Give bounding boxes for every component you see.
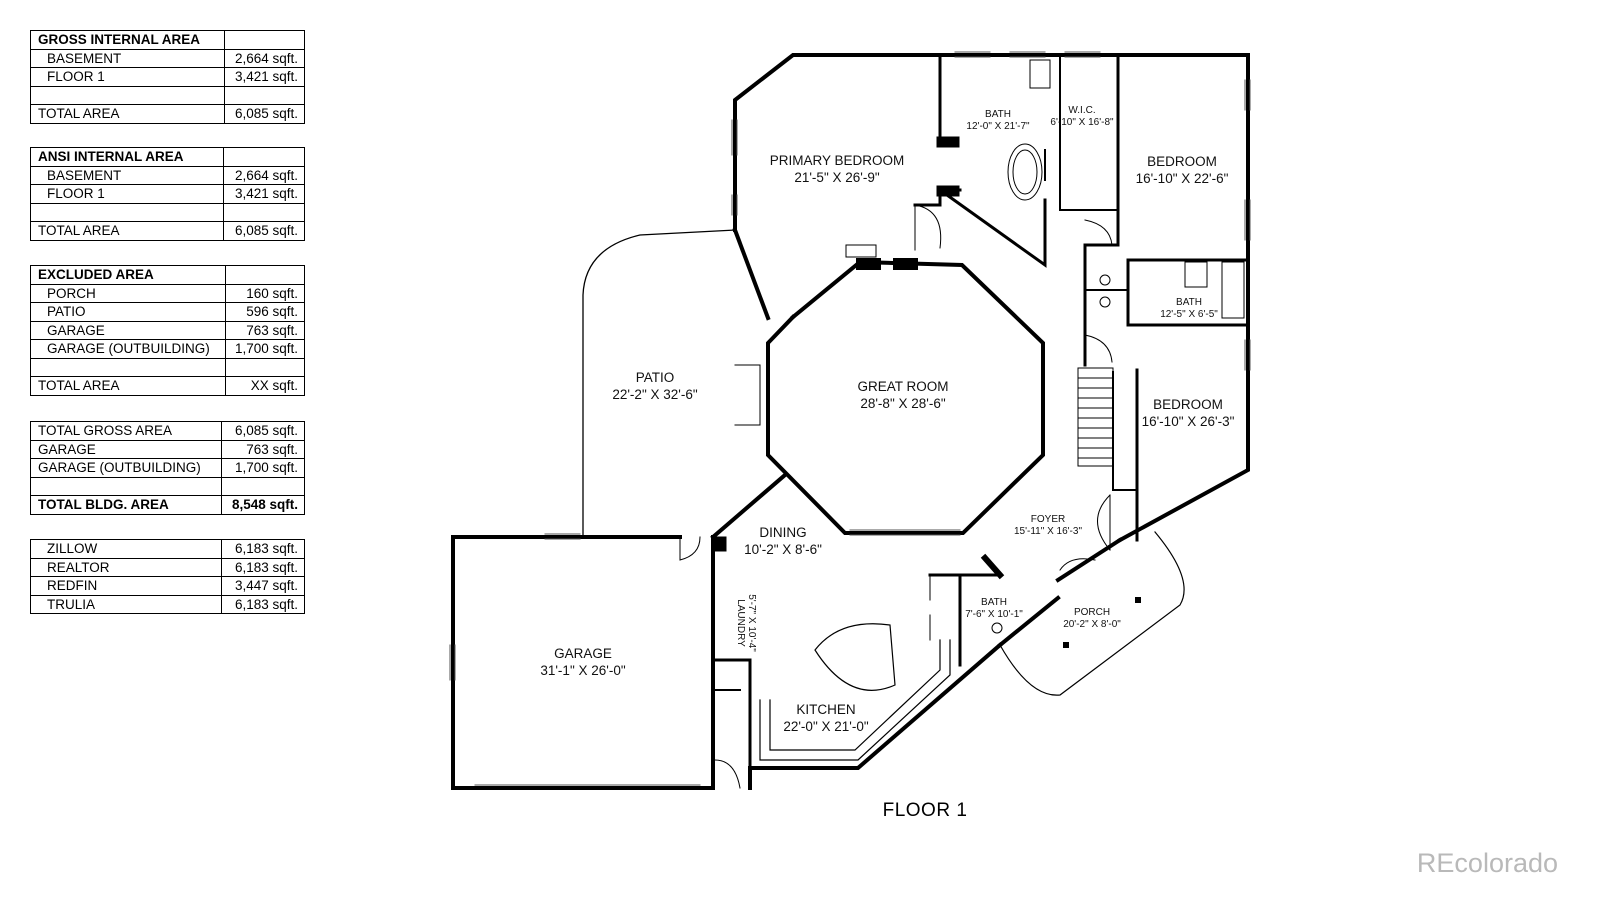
room-dims: 12'-5" X 6'-5" <box>1160 309 1218 320</box>
table-row <box>30 202 306 222</box>
room-name: PATIO <box>636 370 675 385</box>
table-row: GROSS INTERNAL AREA <box>30 30 306 50</box>
row-label: TOTAL BLDG. AREA <box>29 495 223 515</box>
room-name: W.I.C. <box>1068 105 1095 116</box>
row-value: 3,421 sqft. <box>222 184 306 204</box>
room-dims: 16'-10" X 26'-3" <box>1142 414 1235 429</box>
room-name: BATH <box>981 597 1007 608</box>
room-name: LAUNDRY <box>735 599 746 647</box>
room-dims: 12'-0" X 21'-7" <box>966 121 1030 132</box>
room-name: BATH <box>1176 297 1202 308</box>
room-dims: 5'-7" X 10'-4" <box>746 594 757 652</box>
room-dims: 31'-1" X 26'-0" <box>540 663 625 678</box>
row-label: FLOOR 1 <box>30 184 224 204</box>
row-value: XX sqft. <box>224 376 306 396</box>
room-dims: 21'-5" X 26'-9" <box>794 170 879 185</box>
table-row: ANSI INTERNAL AREA <box>30 147 306 167</box>
row-label: TOTAL GROSS AREA <box>29 421 223 441</box>
room-name: BEDROOM <box>1147 154 1217 169</box>
floor-title: FLOOR 1 <box>882 800 968 821</box>
room-name: BATH <box>985 109 1011 120</box>
row-value: 6,085 sqft. <box>221 421 305 441</box>
table-row: GARAGE (OUTBUILDING)1,700 sqft. <box>30 339 306 359</box>
room-name: GREAT ROOM <box>857 379 948 394</box>
row-value: 6,183 sqft. <box>220 594 306 614</box>
room-name: FOYER <box>1031 514 1065 525</box>
room-name: PRIMARY BEDROOM <box>770 153 905 168</box>
row-value: 596 sqft. <box>224 302 306 322</box>
row-value <box>222 202 306 222</box>
room-name: GARAGE <box>554 646 612 661</box>
row-label: TOTAL AREA <box>30 104 225 124</box>
room-name: DINING <box>759 525 806 540</box>
row-value: 6,085 sqft. <box>222 221 306 241</box>
room-dims: 28'-8" X 28'-6" <box>860 396 945 411</box>
room-dims: 6'-10" X 16'-8" <box>1050 117 1114 128</box>
room-dims: 16'-10" X 22'-6" <box>1136 171 1229 186</box>
room-name: BEDROOM <box>1153 397 1223 412</box>
room-dims: 15'-11" X 16'-3" <box>1014 526 1082 537</box>
room-dims: 22'-2" X 32'-6" <box>612 387 697 402</box>
row-label: GARAGE <box>30 320 226 340</box>
room-dims: 10'-2" X 8'-6" <box>744 542 822 557</box>
row-value: 8,548 sqft. <box>221 495 305 515</box>
row-value: 160 sqft. <box>224 283 306 303</box>
watermark-logo: REcolorado <box>1416 848 1558 878</box>
row-label: ANSI INTERNAL AREA <box>30 147 224 167</box>
room-dims: 7'-6" X 10'-1" <box>965 609 1023 620</box>
row-label: BASEMENT <box>30 165 224 185</box>
room-dims: 20'-2" X 8'-0" <box>1063 619 1121 630</box>
row-label: TOTAL AREA <box>30 376 226 396</box>
room-name: PORCH <box>1074 607 1110 618</box>
row-label: TRULIA <box>30 594 222 614</box>
row-value <box>222 147 306 167</box>
patio-outline <box>582 229 736 538</box>
row-value: 1,700 sqft. <box>224 339 306 359</box>
room-name: KITCHEN <box>796 702 855 717</box>
row-value: 3,421 sqft. <box>223 67 306 87</box>
row-value: 1,700 sqft. <box>221 458 305 478</box>
row-value: 6,183 sqft. <box>220 557 306 577</box>
row-value: 2,664 sqft. <box>222 165 306 185</box>
room-dims: 22'-0" X 21'-0" <box>783 719 868 734</box>
row-value: 6,085 sqft. <box>223 104 306 124</box>
